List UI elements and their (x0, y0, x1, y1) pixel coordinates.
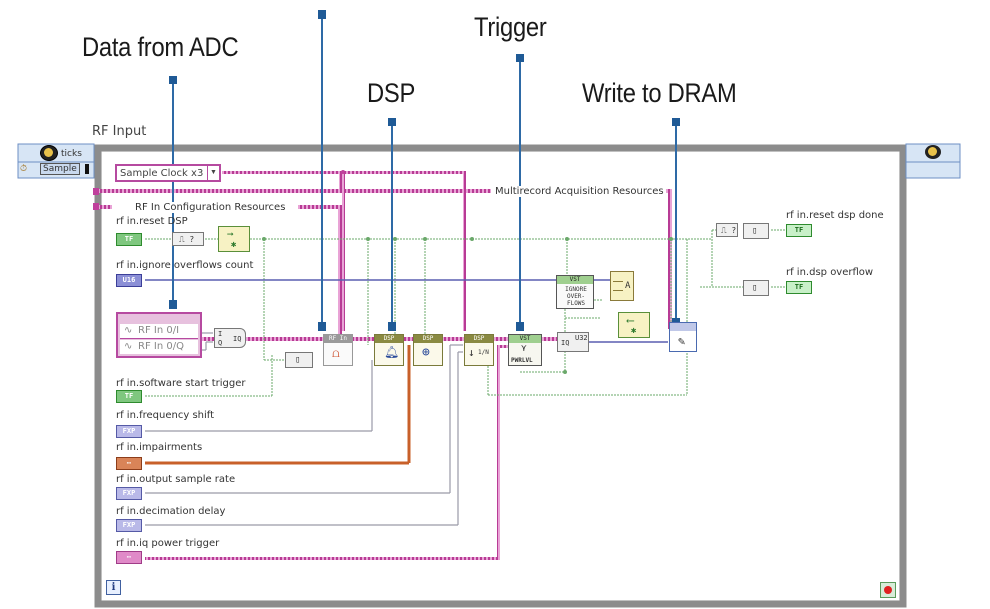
config-resources-label: RF In Configuration Resources (133, 202, 288, 213)
iq-join-in-q: Q (218, 339, 223, 347)
numeric-wires (145, 279, 668, 343)
sample-clock-selector[interactable]: Sample Clock x3 ▼ (115, 164, 221, 182)
control-reset-dsp[interactable]: TF (116, 233, 142, 246)
timing-source-terminal (85, 164, 89, 174)
arrow-left-icon: ⟵ (627, 314, 634, 327)
control-impairments[interactable]: ⋯ (116, 457, 142, 470)
dsp-frequency-shift-node[interactable]: DSP 🔔︎ (374, 334, 404, 366)
waveform-icon: ∿ (124, 325, 133, 336)
io-channel-q-label: RF In 0/Q (138, 341, 184, 352)
dsp-decimation-node[interactable]: DSP ↓ 1/N (464, 334, 494, 366)
trigger-label: PWRLVL (511, 357, 533, 364)
ignore-overflows-label: IGNORE OVER-FLOWS (565, 286, 587, 307)
rf-in-node[interactable]: RF In ⩍ (323, 334, 353, 366)
pencil-icon: ✎ (678, 334, 686, 348)
multirecord-resources-label: Multirecord Acquisition Resources (493, 186, 666, 197)
edge-detect-node[interactable]: ⎍ ? (716, 223, 738, 237)
dram-write-header (670, 323, 696, 331)
callout-dsp: DSP (367, 78, 416, 108)
stop-icon[interactable] (880, 582, 896, 598)
waveform-icon: ∿ (124, 341, 133, 352)
indicator-label-dsp-overflow: rf in.dsp overflow (786, 267, 874, 278)
control-output-sample-rate[interactable]: FXP (116, 487, 142, 500)
dsp-header: DSP (375, 335, 403, 343)
control-decimation-delay[interactable]: FXP (116, 519, 142, 532)
iq-to-u32-in: IQ (561, 339, 570, 347)
timing-source-field[interactable]: Sample (40, 163, 80, 175)
indicator-dsp-overflow: TF (786, 281, 812, 294)
down-arrow-icon: ↓ (468, 346, 475, 359)
io-channel-i-label: RF In 0/I (138, 325, 180, 336)
iq-join-in-i: I (218, 330, 223, 338)
control-label-impairments: rf in.impairments (116, 442, 203, 453)
resource-wires (93, 171, 672, 560)
bell-icon: 🔔︎ (384, 345, 400, 359)
callout-write-to-dram: Write to DRAM (582, 78, 737, 108)
timed-loop-interior (102, 152, 899, 600)
dropdown-arrow-icon[interactable]: ▼ (207, 166, 219, 180)
sample-clock-label: Sample Clock x3 (120, 168, 204, 179)
control-label-reset-dsp: rf in.reset DSP (116, 216, 188, 227)
dsp-impairments-node[interactable]: DSP ⊕ (413, 334, 443, 366)
vst-header: VST (557, 276, 593, 284)
clock-icon (40, 145, 58, 161)
wire-junctions (262, 170, 673, 374)
control-label-frequency-shift: rf in.frequency shift (116, 410, 215, 421)
timing-source-icon: ⏱ (20, 163, 28, 173)
iq-join-node[interactable]: I Q IQ (214, 328, 246, 348)
control-software-start-trigger[interactable]: TF (116, 390, 142, 403)
asterisk-icon: ✱ (231, 240, 237, 250)
vst-header: VST (509, 335, 541, 343)
callout-data-from-adc: Data from ADC (82, 32, 239, 62)
spectrum-icon: ⩍ (332, 346, 340, 360)
callout-trigger: Trigger (474, 12, 547, 42)
vst-ignore-overflows-node[interactable]: VST IGNORE OVER-FLOWS (556, 275, 594, 309)
control-ignore-overflows[interactable]: U16 (116, 274, 142, 287)
clock-icon-right (925, 145, 941, 159)
iq-to-u32-out: U32 (575, 334, 588, 342)
asterisk-icon: ✱ (631, 326, 637, 336)
control-label-ignore-overflows: rf in.ignore overflows count (116, 260, 254, 271)
indicator-reset-dsp-done: TF (786, 224, 812, 237)
info-icon[interactable]: i (106, 580, 121, 595)
arrow-right-icon: ➞ (227, 228, 234, 241)
vst-trigger-node[interactable]: VST ⋎ PWRLVL (508, 334, 542, 366)
array-read-node[interactable]: ⟵ ✱ (618, 312, 650, 338)
build-array-out: A (625, 281, 631, 291)
timed-loop-border (94, 144, 907, 608)
edge-detect-node-reset[interactable]: ⎍ ? (172, 232, 204, 246)
rf-in-header: RF In (324, 335, 352, 343)
build-array-node[interactable]: A (610, 271, 634, 301)
cluster-wire (145, 345, 411, 465)
loop-title: RF Input (92, 124, 147, 139)
feedback-register-node[interactable]: ▯ (285, 352, 313, 368)
ticks-label: ticks (61, 149, 82, 159)
control-frequency-shift[interactable]: FXP (116, 425, 142, 438)
io-channel-i[interactable]: ∿ RF In 0/I (120, 324, 198, 339)
control-label-decimation-delay: rf in.decimation delay (116, 506, 226, 517)
control-iq-power-trigger[interactable]: ⋯ (116, 551, 142, 564)
dram-write-node[interactable]: ✎ (669, 322, 697, 352)
iq-to-u32-node[interactable]: IQ U32 (557, 332, 589, 352)
trigger-icon: ⋎ (521, 344, 527, 354)
decimate-label: 1/N (478, 349, 489, 356)
control-label-output-sample-rate: rf in.output sample rate (116, 474, 236, 485)
control-label-iq-power-trigger: rf in.iq power trigger (116, 538, 220, 549)
io-channel-q[interactable]: ∿ RF In 0/Q (120, 340, 198, 354)
rf-io-node[interactable]: ∿ RF In 0/I ∿ RF In 0/Q (116, 312, 202, 358)
crosshair-icon: ⊕ (422, 345, 430, 360)
fixedpoint-wires (145, 332, 463, 526)
boolean-wires (145, 229, 785, 397)
dsp-header: DSP (465, 335, 493, 343)
dsp-header: DSP (414, 335, 442, 343)
register-node-reset-done[interactable]: ▯ (743, 223, 769, 239)
iq-join-out: IQ (233, 335, 242, 343)
control-label-software-start-trigger: rf in.software start trigger (116, 378, 246, 389)
register-node-overflow[interactable]: ▯ (743, 280, 769, 296)
array-write-node[interactable]: ➞ ✱ (218, 226, 250, 252)
indicator-label-reset-dsp-done: rf in.reset dsp done (786, 210, 884, 221)
